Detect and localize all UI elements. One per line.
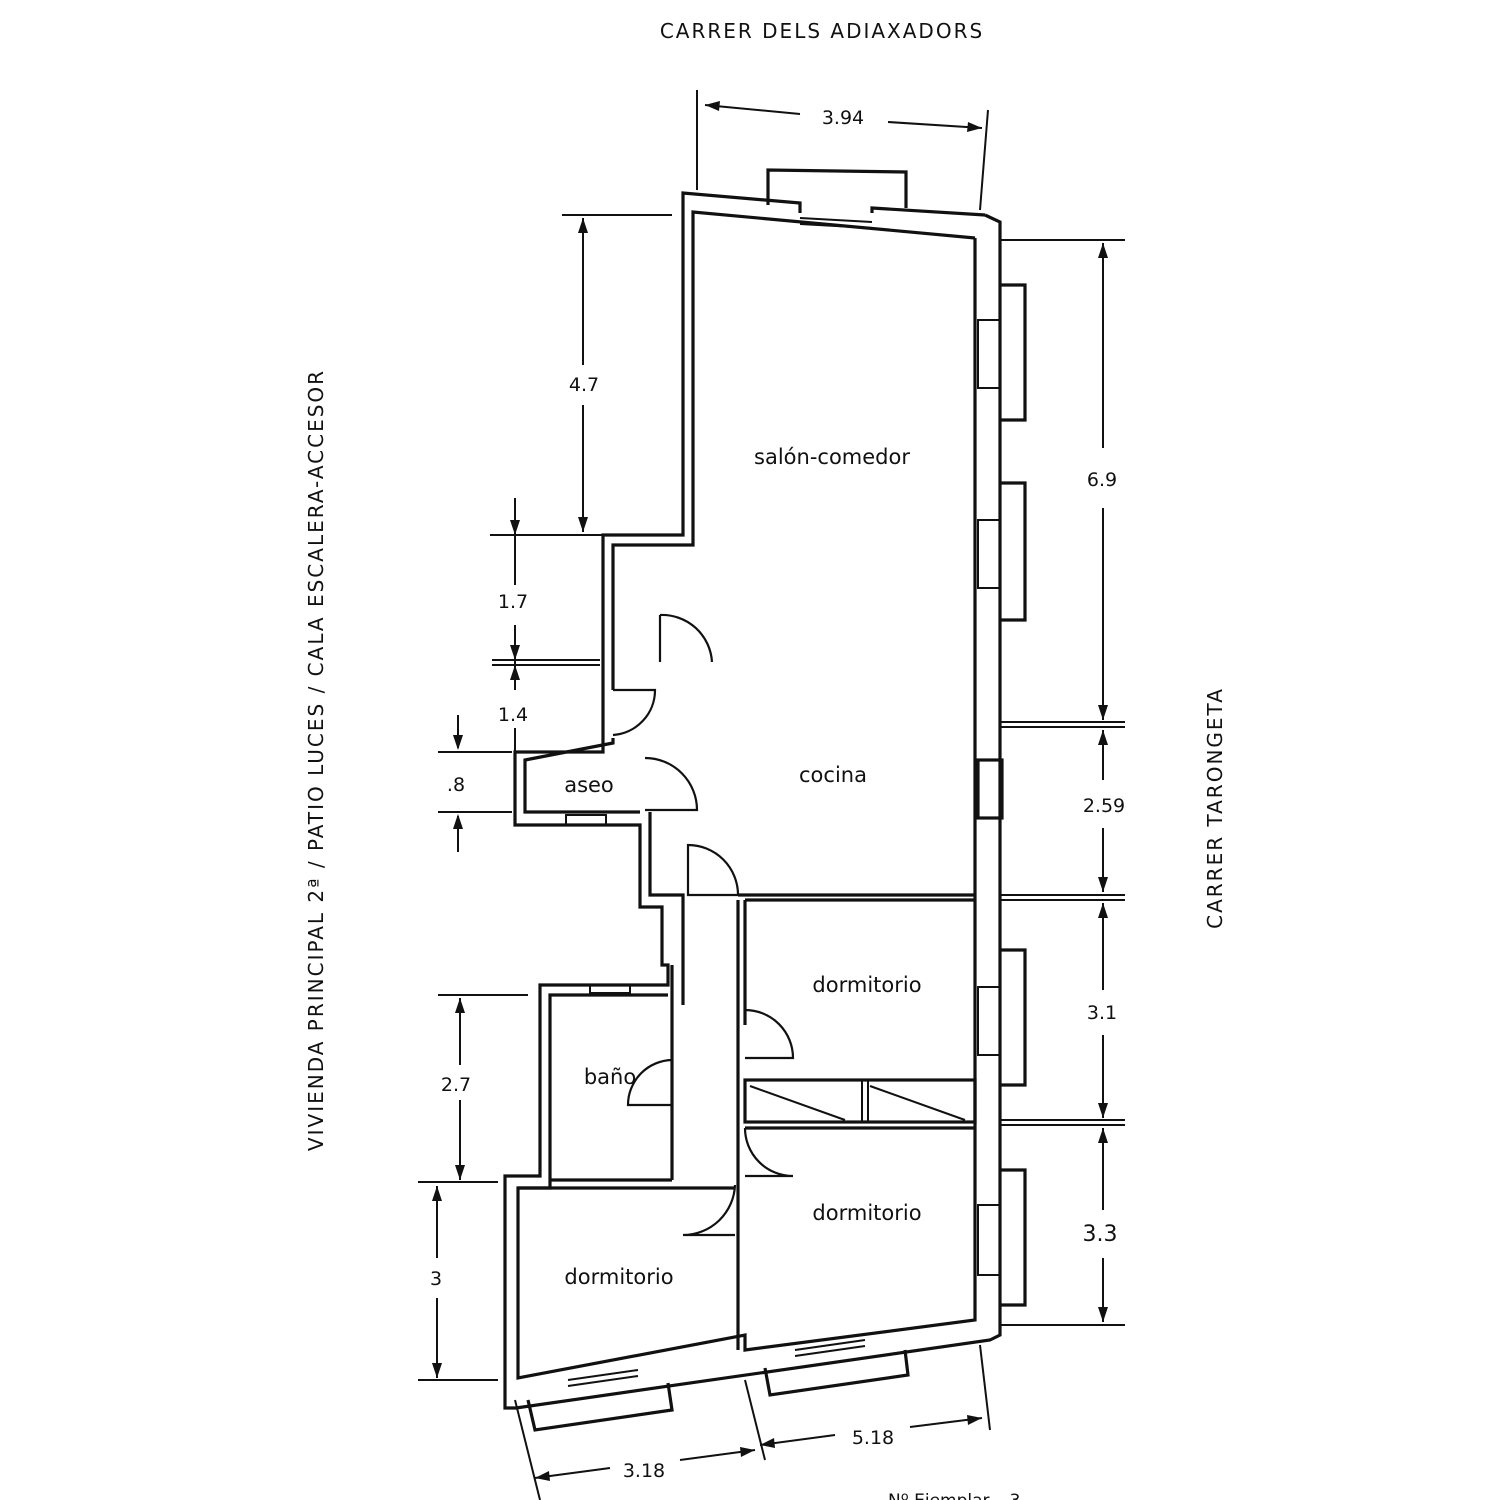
room-label-bano: baño <box>584 1065 636 1089</box>
room-label-dorm3: dormitorio <box>812 1201 921 1225</box>
outer-wall-top-right <box>870 206 986 217</box>
dim-right-2-59: 2.59 <box>1083 795 1125 817</box>
room-label-dorm2: dormitorio <box>564 1265 673 1289</box>
room-label-salon: salón-comedor <box>754 445 910 469</box>
street-label-right: CARRER TARONGETA <box>1203 687 1227 929</box>
room-label-cocina: cocina <box>799 763 867 787</box>
bottom-balconies <box>526 1339 910 1432</box>
dorm2-door <box>682 1184 737 1237</box>
inner-wall-salon <box>611 210 976 690</box>
footer-note: Nº Ejemplar... 3 <box>888 1491 1020 1500</box>
dim-left-3: 3 <box>430 1268 442 1290</box>
aseo-door <box>644 756 699 812</box>
corridor-door <box>686 843 740 897</box>
dim-bottom-left: 3.18 <box>623 1460 665 1482</box>
right-balconies <box>976 283 1027 1307</box>
doors <box>612 613 795 1237</box>
dim-left-0-8: .8 <box>447 774 465 796</box>
room-label-aseo: aseo <box>564 773 614 797</box>
dorm1-door <box>744 1008 795 1060</box>
interior-partitions <box>518 812 977 1350</box>
dim-right-3-1: 3.1 <box>1087 1002 1117 1024</box>
dim-bottom-right: 5.18 <box>852 1427 894 1449</box>
top-balcony <box>766 168 908 229</box>
salon-door <box>612 688 657 737</box>
street-label-left: VIVIENDA PRINCIPAL 2ª / PATIO LUCES / CA… <box>304 369 328 1151</box>
entry-door <box>658 613 714 663</box>
dorm3-door <box>743 1127 794 1178</box>
room-label-dorm1: dormitorio <box>812 973 921 997</box>
dim-right-6-9: 6.9 <box>1087 469 1117 491</box>
dim-left-1-4: 1.4 <box>498 704 528 726</box>
dim-left-upper: 4.7 <box>569 374 599 396</box>
dim-left-1-7: 1.7 <box>498 591 528 613</box>
inner-wall-entry <box>523 738 640 814</box>
bano-door <box>626 1058 673 1107</box>
street-label-top: CARRER DELS ADIAXADORS <box>660 19 984 43</box>
inner-wall-outline <box>516 238 977 1380</box>
dim-right-3-3: 3.3 <box>1083 1222 1118 1247</box>
dimension-lines <box>418 90 1125 1500</box>
dim-top: 3.94 <box>822 107 864 129</box>
dim-left-2-7: 2.7 <box>441 1074 471 1096</box>
